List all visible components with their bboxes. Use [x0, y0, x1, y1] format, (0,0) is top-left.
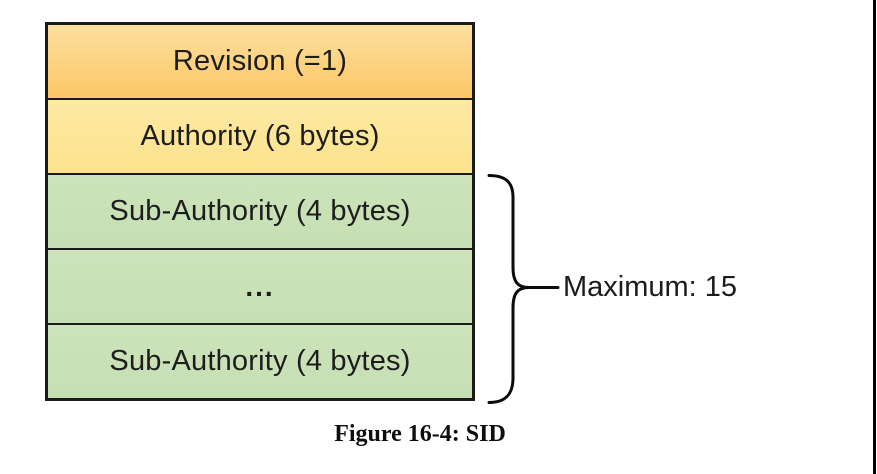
page-border-line [873, 0, 876, 474]
sid-row-ellipsis: ... [48, 250, 472, 325]
brace-path [487, 174, 530, 404]
maximum-label: Maximum: 15 [563, 271, 738, 303]
sid-row-subauthority-last: Sub-Authority (4 bytes) [48, 325, 472, 398]
sid-row-label: ... [245, 270, 275, 302]
sid-row-label: Sub-Authority (4 bytes) [109, 345, 411, 377]
sid-row-label: Sub-Authority (4 bytes) [109, 195, 411, 227]
sid-row-label: Revision (=1) [172, 45, 348, 77]
sid-row-revision: Revision (=1) [48, 25, 472, 100]
sid-row-subauthority-first: Sub-Authority (4 bytes) [48, 175, 472, 250]
sid-row-authority: Authority (6 bytes) [48, 100, 472, 175]
figure-caption: Figure 16-4: SID [334, 421, 506, 447]
sid-row-label: Authority (6 bytes) [140, 120, 380, 152]
sid-structure-box: Revision (=1) Authority (6 bytes) Sub-Au… [45, 22, 475, 401]
